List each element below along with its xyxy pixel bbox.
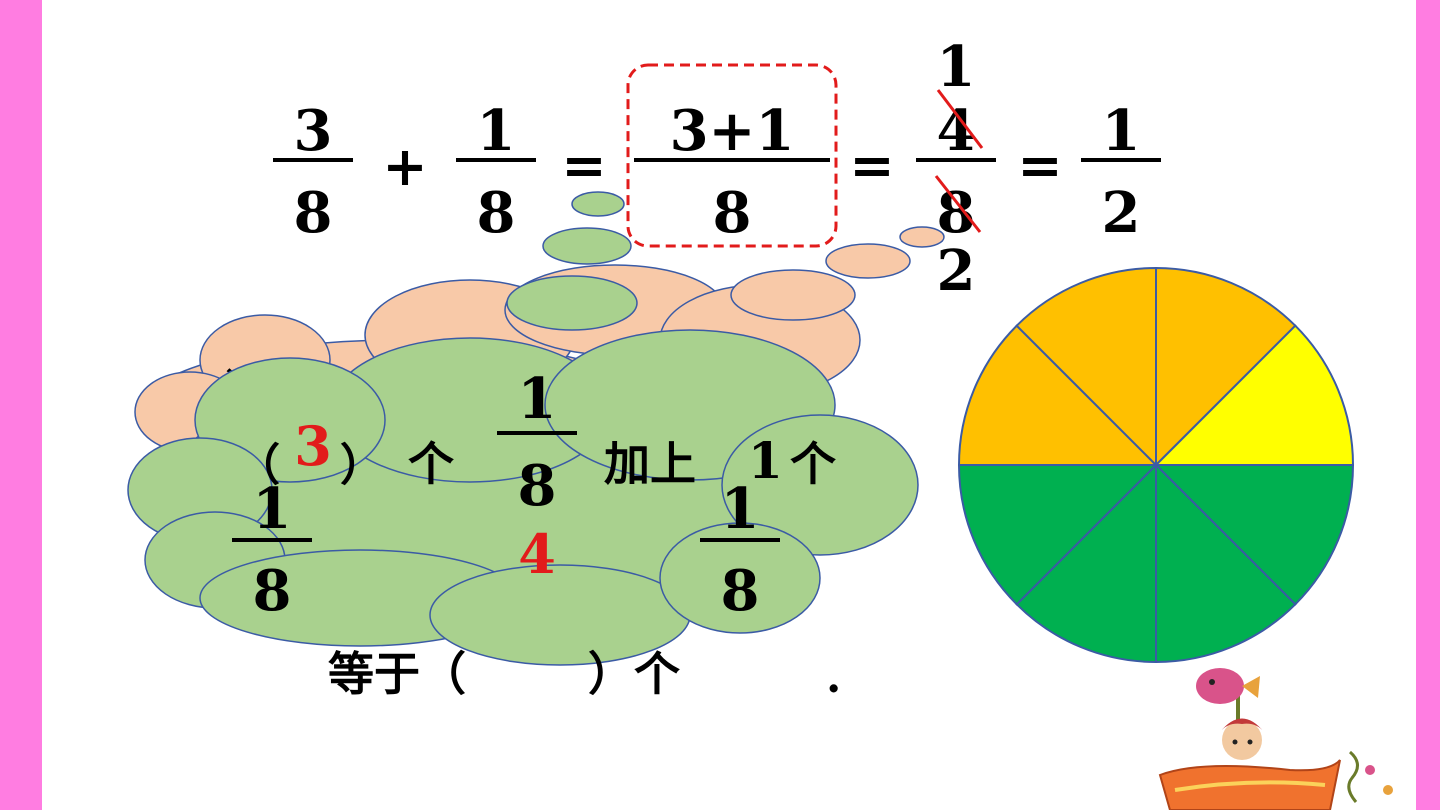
reduced-numerator-over: 1 [937,34,976,100]
cartoon-girl-in-boat-with-fish-icon [1158,668,1393,810]
green-thought-bubbles [506,191,638,331]
frac-c-numerator: 1 [721,476,760,542]
pie-slice-3 [1153,464,1355,606]
boxed-fraction-bar [634,158,830,162]
frac-a-denominator: 8 [518,453,557,519]
term1-fraction-bar [273,158,353,162]
cancel-slash-denominator [934,175,982,233]
equation: 3 8 + 1 8 = 3+1 8 = 1 4 8 2 = 1 2 [273,34,1161,304]
left-pink-border [0,0,42,810]
pie-slice-8 [1015,266,1157,468]
frac-b-denominator: 8 [253,558,292,624]
answer-blank-1: 3 [294,414,332,478]
right-pink-border [1416,0,1440,810]
paren-open: （ [236,440,280,491]
reduced-denominator-under: 2 [937,238,976,304]
add-text: 加上 [604,437,696,491]
plus-sign: + [382,134,427,198]
frac-b-numerator: 1 [253,476,292,542]
period: . [826,652,841,703]
result-fraction-bar [1081,158,1161,162]
unit-ge-2: 个 [790,437,836,491]
unit-ge-1: 个 [408,437,454,491]
dashed-highlight-box [626,63,838,248]
term1-denominator: 8 [294,180,333,246]
answer-blank-2: 4 [518,522,556,586]
reduced-fraction-bar [916,158,996,162]
pie-slice-4 [1155,462,1297,664]
result-numerator: 1 [1102,98,1141,164]
fraction-pie [957,266,1355,664]
term2-fraction-bar [456,158,536,162]
paren-close: ） [340,440,384,491]
equals-sign-3: = [1017,133,1062,197]
frac-a-numerator: 1 [518,366,557,432]
boxed-numerator: 3+1 [670,98,795,164]
unit-ge-3: ）个 [588,647,680,701]
frac-b-bar [232,538,312,542]
equals-sign-1: = [561,133,606,197]
pie-slice-6 [957,464,1159,606]
frac-c-denominator: 8 [721,558,760,624]
term2-numerator: 1 [477,98,516,164]
pie-slice-1 [1155,266,1297,468]
pie-slice-7 [957,324,1159,466]
equals-text: 等于（ [328,647,466,701]
term1-numerator: 3 [294,98,333,164]
result-denominator: 2 [1102,180,1141,246]
pie-slice-2 [1153,324,1355,466]
cancel-slash-numerator [936,89,984,149]
frac-a-bar [497,431,577,435]
peach-thought-bubbles [730,226,945,321]
green-thought-cloud [127,329,919,666]
term2-denominator: 8 [477,180,516,246]
equals-sign-2: = [849,133,894,197]
one-count: 1 [748,431,783,490]
frac-c-bar [700,538,780,542]
pie-slice-5 [1015,462,1157,664]
boxed-denominator: 8 [713,180,752,246]
explanation: （ 3 ） 个 1 8 加上 1 个 1 8 4 1 8 等于（ ）个 . [232,366,841,703]
